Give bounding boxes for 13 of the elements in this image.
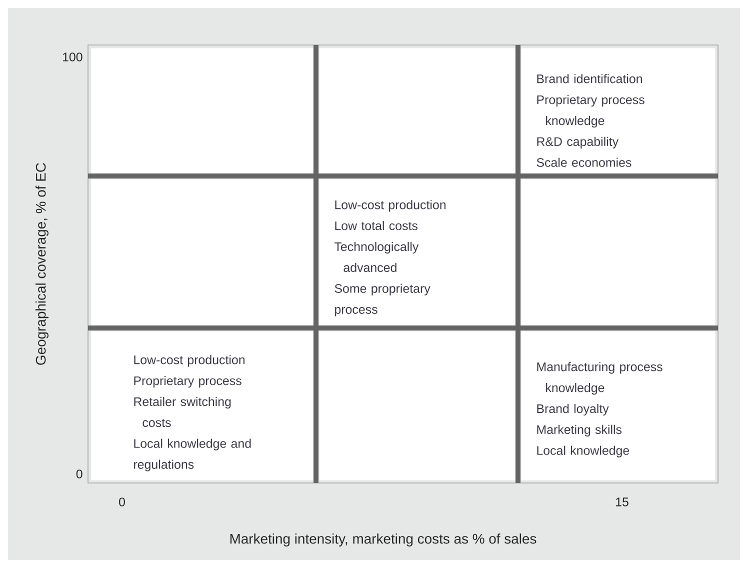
tick-label: 15 (616, 498, 628, 506)
grid-cell: Low-cost production Low total costs Technologically advanced Some proprietary process (319, 179, 516, 326)
grid-cell (319, 331, 516, 480)
grid-cell: Low-cost production Proprietary process Retailer switching costs Local knowledge and regulations (91, 331, 314, 480)
axis-title: Marketing intensity, marketing costs as % of sales (230, 534, 536, 546)
tick-label: 0 (119, 498, 125, 506)
grid-cell (91, 48, 314, 174)
grid-cell: Manufacturing process knowledge Brand loyalty Marketing skills Local knowledge (521, 331, 716, 480)
axis-title: Geographical coverage, % of EC (36, 163, 48, 365)
grid-cell (91, 179, 314, 326)
grid-cell: Brand identification Proprietary process knowledge R&D capability Scale economies (521, 48, 716, 174)
grid-cell (521, 179, 716, 326)
grid-cell (319, 48, 516, 174)
